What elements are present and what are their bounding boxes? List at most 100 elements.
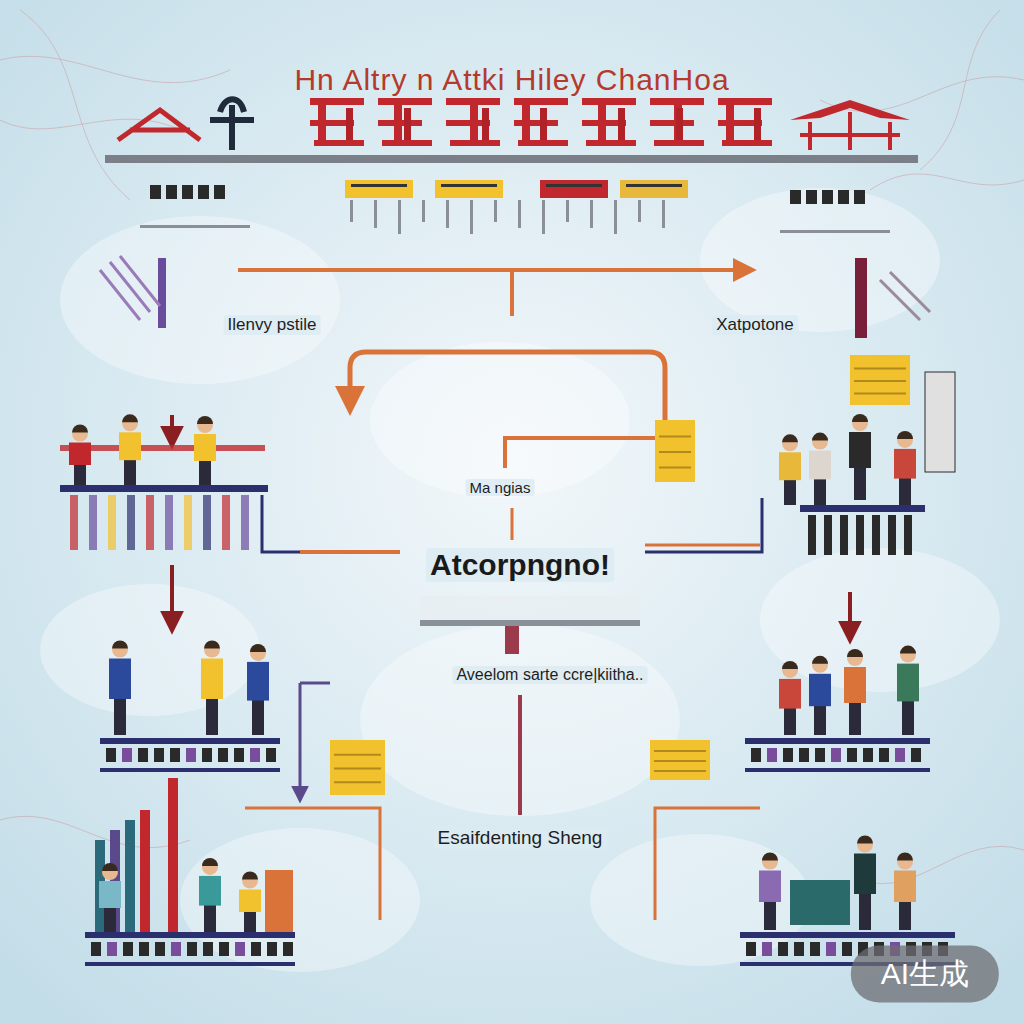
building-line bbox=[654, 760, 706, 762]
person-head bbox=[857, 837, 873, 853]
person-body bbox=[194, 434, 216, 461]
center-post bbox=[505, 626, 519, 654]
person-hair bbox=[847, 649, 863, 657]
building-line bbox=[854, 393, 906, 395]
person-head bbox=[782, 435, 798, 451]
building-line bbox=[659, 451, 691, 453]
watermark: AI生成 bbox=[851, 946, 999, 1003]
figures bbox=[60, 355, 955, 966]
glyph-ornament bbox=[118, 110, 200, 140]
column bbox=[184, 495, 192, 550]
wisp-line bbox=[870, 174, 1024, 190]
pseudo-text bbox=[166, 185, 177, 199]
cabinet bbox=[265, 870, 293, 932]
platform-bar bbox=[85, 932, 295, 938]
person-hair bbox=[197, 416, 213, 424]
person-legs bbox=[252, 696, 264, 735]
person-head bbox=[852, 415, 868, 431]
building-line bbox=[334, 781, 381, 783]
pseudo-text bbox=[107, 942, 117, 956]
building bbox=[330, 740, 385, 795]
person-legs bbox=[764, 899, 776, 931]
header-blocks bbox=[100, 180, 930, 338]
person-legs bbox=[104, 905, 116, 932]
column bbox=[165, 495, 173, 550]
platform-base bbox=[100, 768, 280, 772]
pseudo-text bbox=[826, 942, 836, 956]
glyph-stroke bbox=[582, 98, 636, 105]
person-legs bbox=[199, 458, 211, 485]
pseudo-text bbox=[790, 190, 801, 204]
building bbox=[650, 740, 710, 780]
pseudo-text bbox=[182, 185, 193, 199]
title-bar bbox=[105, 155, 918, 163]
header-shelf bbox=[140, 225, 250, 228]
person-hair bbox=[857, 836, 873, 844]
header-column bbox=[614, 200, 617, 234]
person-hair bbox=[812, 656, 828, 664]
section-label: Esaifdenting Sheng bbox=[434, 827, 607, 849]
pseudo-text bbox=[139, 942, 149, 956]
header-column bbox=[422, 200, 425, 222]
person-body bbox=[779, 679, 801, 709]
label-holder: Esaifdenting Sheng bbox=[434, 827, 607, 849]
header-shelf bbox=[780, 230, 890, 233]
building-line bbox=[334, 754, 381, 756]
flow-line bbox=[848, 592, 852, 640]
person-legs bbox=[114, 695, 126, 736]
platform-bar bbox=[60, 485, 268, 492]
person-body bbox=[239, 890, 261, 913]
header-block bbox=[435, 180, 503, 198]
column bbox=[808, 515, 816, 555]
column bbox=[872, 515, 880, 555]
glyph-stroke bbox=[450, 140, 500, 146]
person-head bbox=[897, 432, 913, 448]
pseudo-text bbox=[171, 942, 181, 956]
person-legs bbox=[74, 463, 86, 486]
platform-bar bbox=[100, 738, 280, 744]
header-block-line bbox=[351, 184, 407, 187]
pseudo-text bbox=[91, 942, 101, 956]
pseudo-text bbox=[154, 748, 164, 762]
pseudo-text bbox=[911, 748, 921, 762]
watercolor-patch bbox=[370, 342, 630, 498]
header-block-line bbox=[546, 184, 602, 187]
center-heading: Atcorpngno! bbox=[426, 548, 614, 582]
person-body bbox=[109, 659, 131, 700]
building-line bbox=[334, 768, 381, 770]
platform-bar bbox=[800, 505, 925, 512]
person-legs bbox=[204, 902, 216, 932]
wisp-line bbox=[20, 10, 130, 200]
section-label: Xatpotone bbox=[712, 315, 798, 335]
person-legs bbox=[854, 464, 866, 500]
person-head bbox=[812, 657, 828, 673]
glyph-stroke bbox=[650, 120, 694, 126]
header-column bbox=[446, 200, 449, 228]
column bbox=[856, 515, 864, 555]
person-hair bbox=[204, 641, 220, 649]
flow-line bbox=[238, 268, 752, 272]
person-head bbox=[250, 645, 266, 661]
glyph-stroke bbox=[378, 98, 432, 105]
person-body bbox=[119, 432, 141, 460]
pseudo-text bbox=[138, 748, 148, 762]
platform-bar bbox=[745, 738, 930, 744]
person-body bbox=[247, 662, 269, 701]
label-holder: Ma ngias bbox=[466, 479, 535, 497]
building-line bbox=[654, 770, 706, 772]
person-head bbox=[900, 647, 916, 663]
label-holder: Aveelom sarte ccre|kiitha.. bbox=[452, 666, 647, 684]
header-column bbox=[638, 200, 641, 222]
person-hair bbox=[897, 853, 913, 861]
header-column bbox=[662, 200, 665, 228]
person-body bbox=[199, 876, 221, 906]
header-column bbox=[542, 200, 545, 234]
person-head bbox=[762, 854, 778, 870]
person-legs bbox=[902, 697, 914, 735]
pseudo-text bbox=[203, 942, 213, 956]
person-hair bbox=[782, 661, 798, 669]
pseudo-text bbox=[219, 942, 229, 956]
column bbox=[241, 495, 249, 550]
person-hair bbox=[852, 414, 868, 422]
flow-line bbox=[518, 695, 522, 815]
